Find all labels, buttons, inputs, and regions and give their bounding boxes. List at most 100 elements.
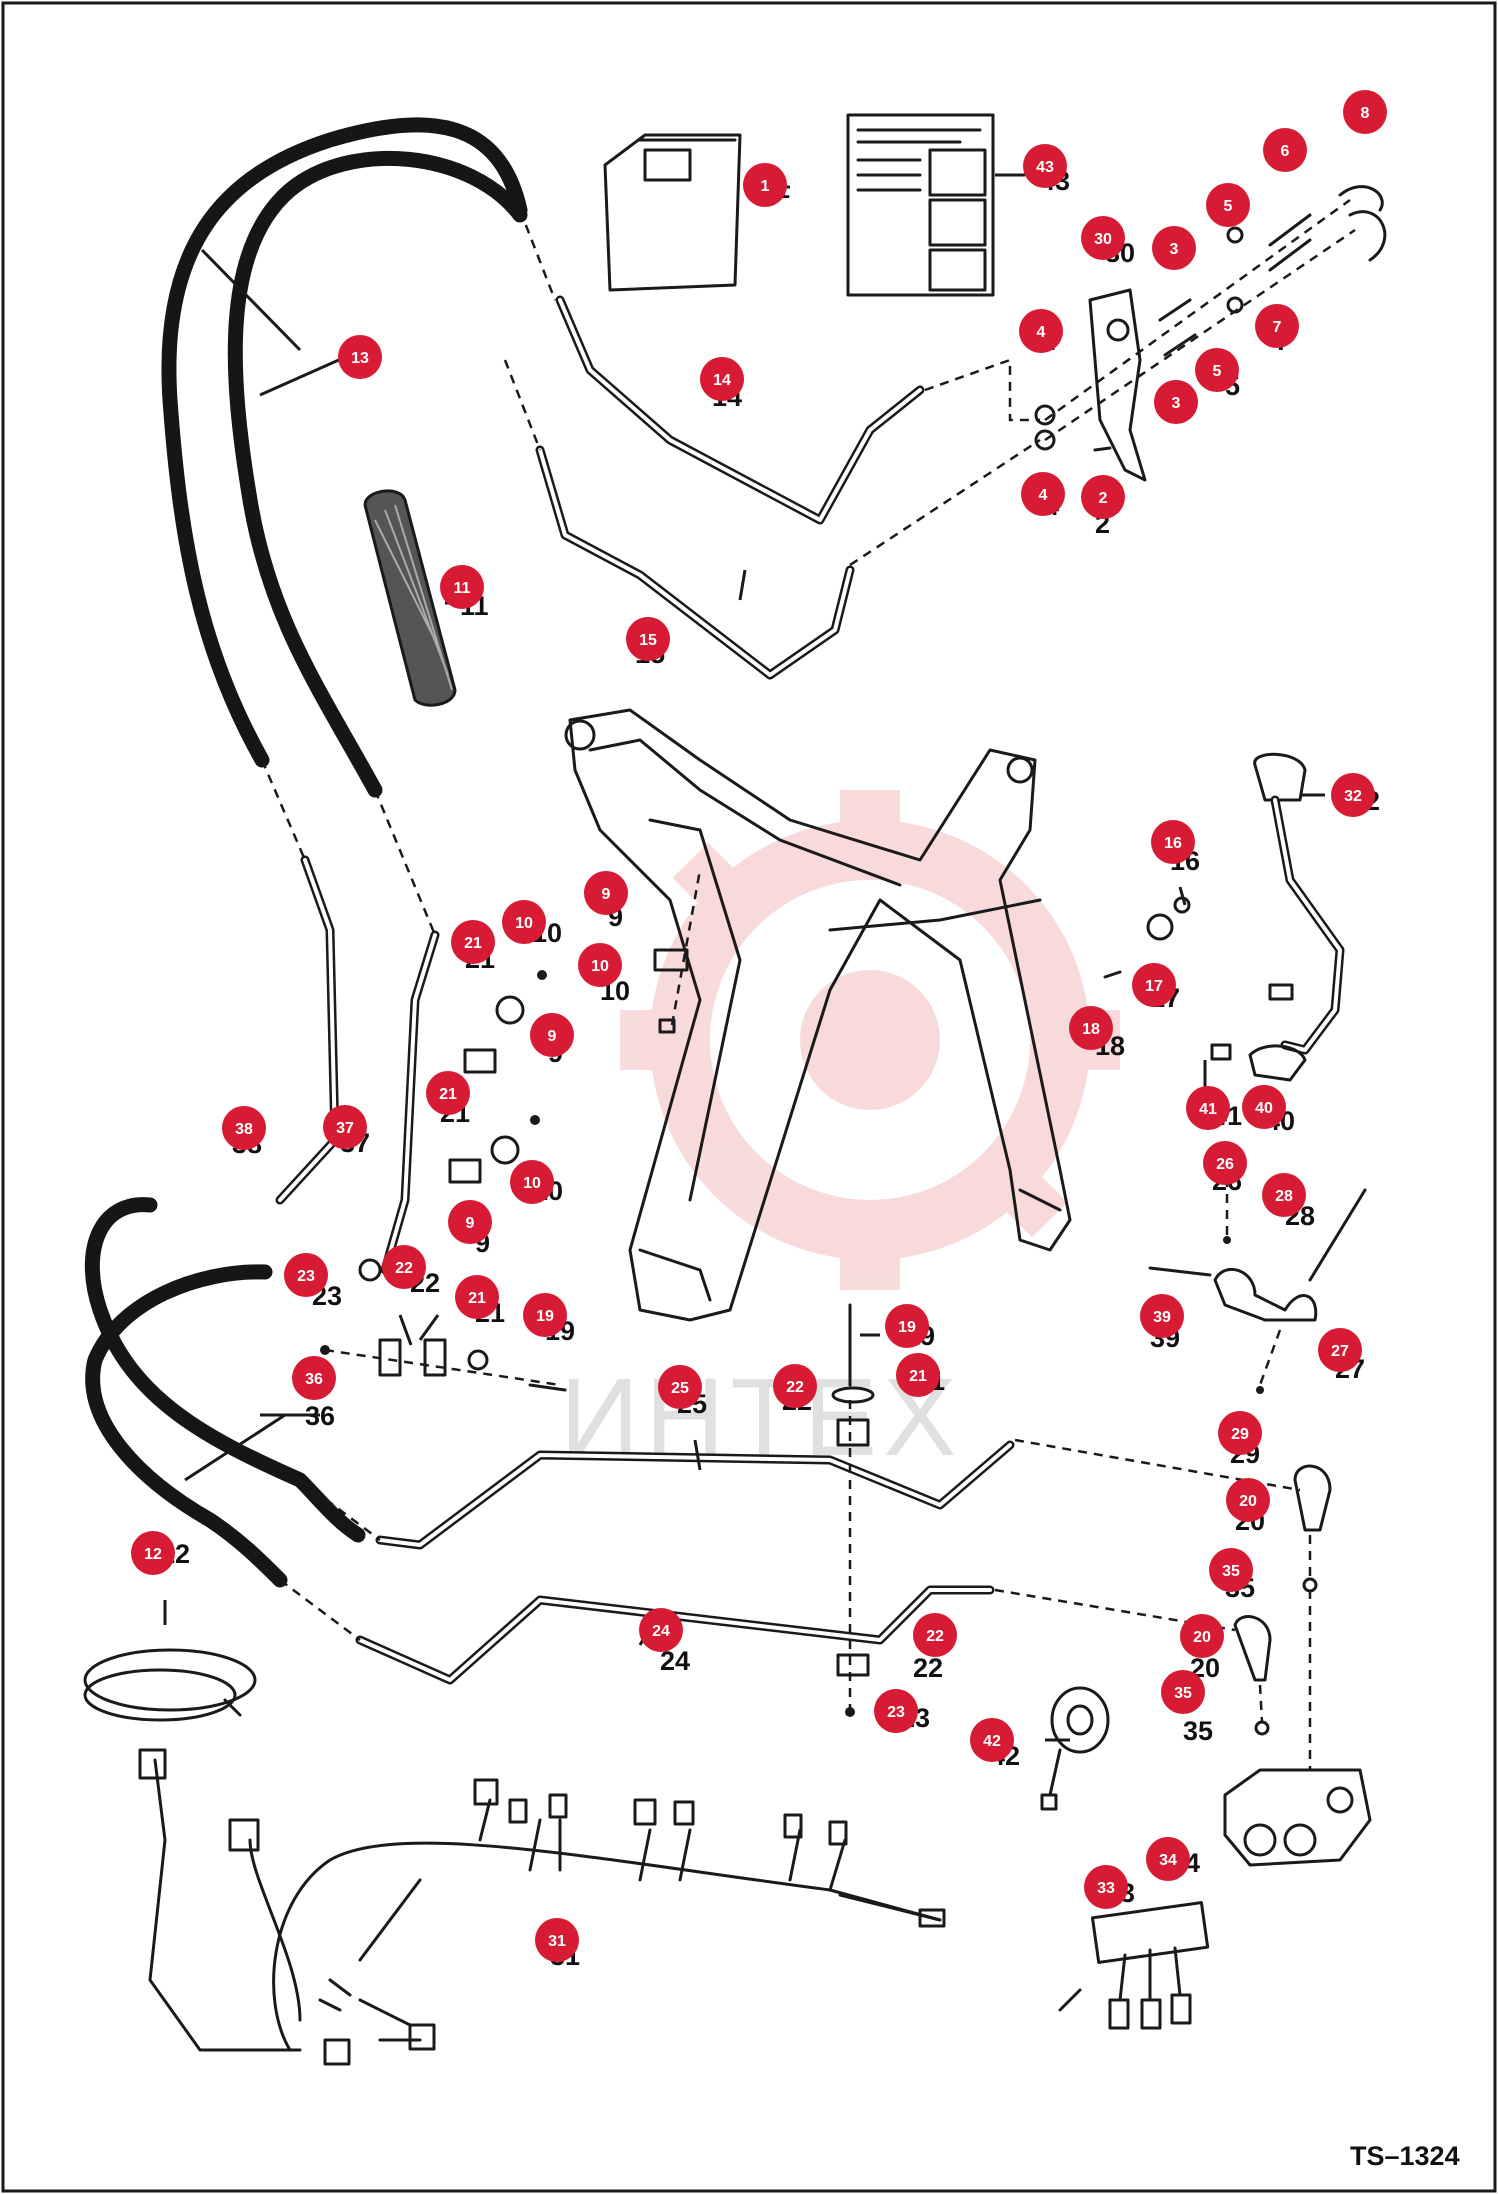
callout-25[interactable]: 25 bbox=[658, 1365, 702, 1409]
callout-24[interactable]: 24 bbox=[639, 1608, 683, 1652]
ref-label-35b: 35 bbox=[1183, 1716, 1213, 1746]
callout-43[interactable]: 43 bbox=[1023, 144, 1067, 188]
callout-number-32: 32 bbox=[1344, 788, 1362, 805]
callout-15[interactable]: 15 bbox=[626, 617, 670, 661]
callout-number-2: 2 bbox=[1099, 490, 1108, 507]
callout-19a[interactable]: 19 bbox=[523, 1293, 567, 1337]
callout-35a[interactable]: 35 bbox=[1209, 1548, 1253, 1592]
callout-26[interactable]: 26 bbox=[1203, 1141, 1247, 1185]
callout-badge-22b bbox=[773, 1364, 817, 1408]
callout-number-30: 30 bbox=[1094, 231, 1112, 248]
callout-19b[interactable]: 19 bbox=[885, 1304, 929, 1348]
callout-number-10a: 10 bbox=[515, 915, 533, 932]
callout-38[interactable]: 38 bbox=[222, 1106, 266, 1150]
clamp-hardware bbox=[320, 869, 875, 1717]
callout-23b[interactable]: 23 bbox=[874, 1689, 918, 1733]
callout-number-21c: 21 bbox=[468, 1290, 486, 1307]
callout-number-33: 33 bbox=[1097, 1880, 1115, 1897]
callout-21b[interactable]: 21 bbox=[426, 1071, 470, 1115]
callout-number-22a: 22 bbox=[395, 1260, 413, 1277]
callout-36[interactable]: 36 bbox=[292, 1356, 336, 1400]
callout-number-11: 11 bbox=[454, 580, 471, 597]
callout-badge-7 bbox=[1255, 304, 1299, 348]
callout-badge-32 bbox=[1331, 773, 1375, 817]
callout-4a[interactable]: 4 bbox=[1019, 309, 1063, 353]
callout-10b[interactable]: 10 bbox=[578, 943, 622, 987]
callout-39[interactable]: 39 bbox=[1140, 1294, 1184, 1338]
callout-14[interactable]: 14 bbox=[700, 357, 744, 401]
callout-22a[interactable]: 22 bbox=[382, 1245, 426, 1289]
callout-number-6: 6 bbox=[1281, 143, 1290, 160]
callout-34[interactable]: 34 bbox=[1146, 1837, 1190, 1881]
callout-badge-4a bbox=[1019, 309, 1063, 353]
callout-22c[interactable]: 22 bbox=[913, 1613, 957, 1657]
ref-label-22c: 22 bbox=[913, 1653, 943, 1683]
callout-18[interactable]: 18 bbox=[1069, 1006, 1113, 1050]
callout-1[interactable]: 1 bbox=[743, 163, 787, 207]
callout-29[interactable]: 29 bbox=[1218, 1411, 1262, 1455]
callout-badge-20a bbox=[1226, 1478, 1270, 1522]
callout-number-13: 13 bbox=[351, 350, 369, 367]
callout-13[interactable]: 13 bbox=[338, 335, 382, 379]
callout-badge-19b bbox=[885, 1304, 929, 1348]
callout-11[interactable]: 11 bbox=[440, 565, 484, 609]
callout-5b[interactable]: 5 bbox=[1195, 348, 1239, 392]
callout-number-21a: 21 bbox=[464, 935, 482, 952]
callout-27[interactable]: 27 bbox=[1318, 1328, 1362, 1372]
callout-31[interactable]: 31 bbox=[535, 1918, 579, 1962]
callout-number-9b: 9 bbox=[548, 1028, 557, 1045]
callout-12[interactable]: 12 bbox=[131, 1531, 175, 1575]
callout-number-5b: 5 bbox=[1213, 363, 1222, 380]
callout-3b[interactable]: 3 bbox=[1154, 380, 1198, 424]
callout-41[interactable]: 41 bbox=[1186, 1086, 1230, 1130]
callout-badge-19a bbox=[523, 1293, 567, 1337]
callout-4b[interactable]: 4 bbox=[1021, 472, 1065, 516]
callout-6[interactable]: 6 bbox=[1263, 128, 1307, 172]
callout-10c[interactable]: 10 bbox=[510, 1160, 554, 1204]
callout-9b[interactable]: 9 bbox=[530, 1013, 574, 1057]
callout-2[interactable]: 2 bbox=[1081, 475, 1125, 519]
callout-30[interactable]: 30 bbox=[1081, 216, 1125, 260]
callout-20b[interactable]: 20 bbox=[1180, 1614, 1224, 1658]
callout-badge-6 bbox=[1263, 128, 1307, 172]
callout-21d[interactable]: 21 bbox=[896, 1353, 940, 1397]
callout-37[interactable]: 37 bbox=[323, 1105, 367, 1149]
callout-number-23a: 23 bbox=[297, 1268, 315, 1285]
callout-20a[interactable]: 20 bbox=[1226, 1478, 1270, 1522]
callout-badge-31 bbox=[535, 1918, 579, 1962]
callout-5a[interactable]: 5 bbox=[1206, 183, 1250, 227]
callout-badge-18 bbox=[1069, 1006, 1113, 1050]
watermark-logo bbox=[620, 790, 1120, 1290]
callout-8[interactable]: 8 bbox=[1343, 90, 1387, 134]
callout-badge-17 bbox=[1132, 963, 1176, 1007]
callout-22b[interactable]: 22 bbox=[773, 1364, 817, 1408]
callout-number-38: 38 bbox=[235, 1121, 253, 1138]
callout-32[interactable]: 32 bbox=[1331, 773, 1375, 817]
callout-badge-5a bbox=[1206, 183, 1250, 227]
callout-number-20a: 20 bbox=[1239, 1493, 1257, 1510]
callout-9a[interactable]: 9 bbox=[584, 871, 628, 915]
callout-badge-10a bbox=[502, 900, 546, 944]
callout-9c[interactable]: 9 bbox=[448, 1200, 492, 1244]
callout-3a[interactable]: 3 bbox=[1152, 226, 1196, 270]
callout-badge-23b bbox=[874, 1689, 918, 1733]
part-30-bracket bbox=[1088, 288, 1147, 482]
callout-40[interactable]: 40 bbox=[1242, 1085, 1286, 1129]
callout-badge-39 bbox=[1140, 1294, 1184, 1338]
callout-16[interactable]: 16 bbox=[1151, 820, 1195, 864]
callout-23a[interactable]: 23 bbox=[284, 1253, 328, 1297]
callout-42[interactable]: 42 bbox=[970, 1718, 1014, 1762]
callout-number-19a: 19 bbox=[536, 1308, 554, 1325]
callout-badge-2 bbox=[1081, 475, 1125, 519]
callout-21c[interactable]: 21 bbox=[455, 1275, 499, 1319]
callout-number-22c: 22 bbox=[926, 1628, 944, 1645]
callout-33[interactable]: 33 bbox=[1084, 1865, 1128, 1909]
callout-10a[interactable]: 10 bbox=[502, 900, 546, 944]
callout-badge-34 bbox=[1146, 1837, 1190, 1881]
callout-7[interactable]: 7 bbox=[1255, 304, 1299, 348]
callout-35b[interactable]: 35 bbox=[1161, 1670, 1205, 1714]
callout-number-21b: 21 bbox=[439, 1086, 457, 1103]
callout-28[interactable]: 28 bbox=[1262, 1173, 1306, 1217]
callout-21a[interactable]: 21 bbox=[451, 920, 495, 964]
callout-17[interactable]: 17 bbox=[1132, 963, 1176, 1007]
